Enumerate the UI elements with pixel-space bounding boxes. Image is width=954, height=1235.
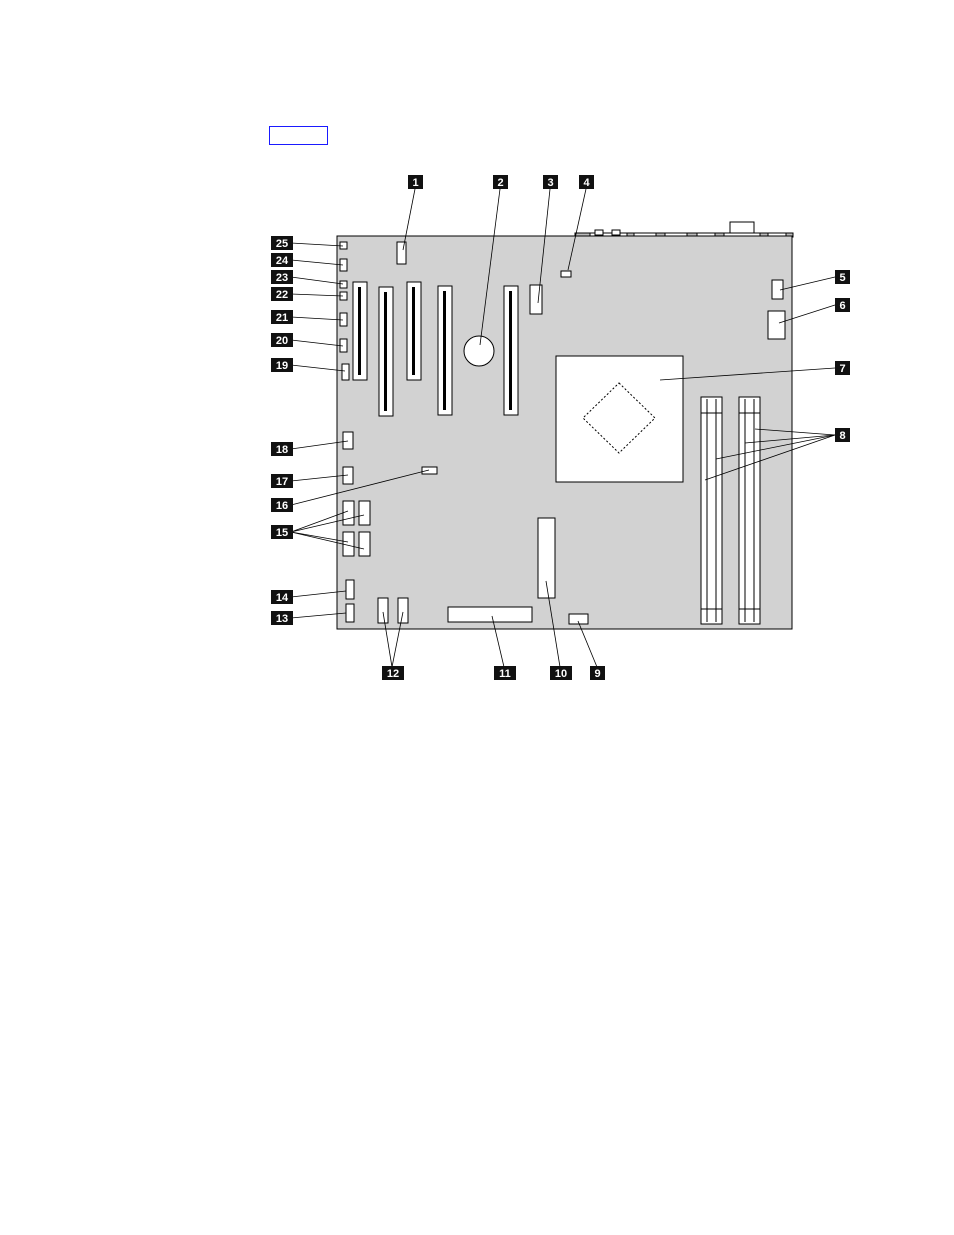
svg-text:21: 21 <box>276 312 288 324</box>
svg-text:7: 7 <box>839 363 845 375</box>
callout-13: 13 <box>271 611 293 625</box>
svg-text:23: 23 <box>276 272 288 284</box>
svg-text:14: 14 <box>276 592 289 604</box>
callout-10: 10 <box>550 666 572 680</box>
callout-6: 6 <box>835 298 850 312</box>
callout-2: 2 <box>493 175 508 189</box>
svg-text:3: 3 <box>547 177 553 189</box>
callout-14: 14 <box>271 590 293 604</box>
callout-17: 17 <box>271 474 293 488</box>
callout-11: 11 <box>494 666 516 680</box>
callout-4: 4 <box>579 175 594 189</box>
svg-text:5: 5 <box>839 272 845 284</box>
svg-text:10: 10 <box>555 668 567 680</box>
svg-text:24: 24 <box>276 255 289 267</box>
svg-text:15: 15 <box>276 527 288 539</box>
callout-9: 9 <box>590 666 605 680</box>
callout-18: 18 <box>271 442 293 456</box>
callout-12: 12 <box>382 666 404 680</box>
svg-text:2: 2 <box>497 177 503 189</box>
callout-7: 7 <box>835 361 850 375</box>
callout-3: 3 <box>543 175 558 189</box>
callout-24: 24 <box>271 253 293 267</box>
callout-8: 8 <box>835 428 850 442</box>
callout-22: 22 <box>271 287 293 301</box>
svg-text:12: 12 <box>387 668 399 680</box>
svg-text:25: 25 <box>276 238 288 250</box>
svg-text:9: 9 <box>594 668 600 680</box>
callout-5: 5 <box>835 270 850 284</box>
callout-19: 19 <box>271 358 293 372</box>
svg-text:19: 19 <box>276 360 288 372</box>
callout-15: 15 <box>271 525 293 539</box>
svg-text:18: 18 <box>276 444 288 456</box>
callout-25: 25 <box>271 236 293 250</box>
svg-text:22: 22 <box>276 289 288 301</box>
callout-20: 20 <box>271 333 293 347</box>
callout-23: 23 <box>271 270 293 284</box>
callout-21: 21 <box>271 310 293 324</box>
svg-text:6: 6 <box>839 300 845 312</box>
svg-text:16: 16 <box>276 500 288 512</box>
svg-text:13: 13 <box>276 613 288 625</box>
svg-text:8: 8 <box>839 430 845 442</box>
svg-text:11: 11 <box>499 668 511 680</box>
svg-text:17: 17 <box>276 476 288 488</box>
svg-text:4: 4 <box>583 177 590 189</box>
svg-text:20: 20 <box>276 335 288 347</box>
svg-text:1: 1 <box>412 177 418 189</box>
callout-16: 16 <box>271 498 293 512</box>
callout-1: 1 <box>408 175 423 189</box>
